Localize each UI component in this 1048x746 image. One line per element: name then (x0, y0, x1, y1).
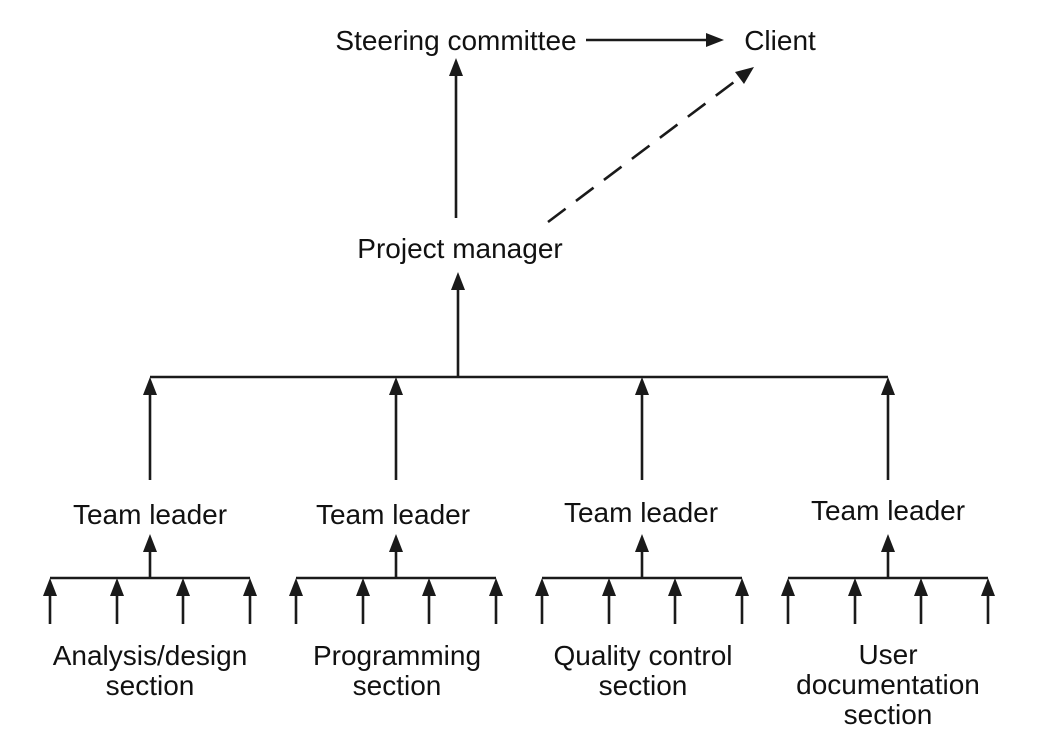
section-label: documentation (796, 669, 980, 700)
arrowhead-icon (848, 578, 862, 596)
arrowhead-icon (110, 578, 124, 596)
section-label: Quality control (554, 640, 733, 671)
team-leader-label: Team leader (811, 495, 965, 526)
arrowhead-icon (735, 67, 754, 84)
arrowhead-icon (668, 578, 682, 596)
arrowhead-icon (535, 578, 549, 596)
section-label: section (106, 670, 195, 701)
team-leader-label: Team leader (73, 499, 227, 530)
arrowhead-icon (881, 534, 895, 552)
project-manager-label: Project manager (357, 233, 562, 264)
arrowhead-icon (143, 534, 157, 552)
section-label: section (844, 699, 933, 730)
team-leader-label: Team leader (564, 497, 718, 528)
arrowhead-icon (735, 578, 749, 596)
arrowhead-icon (243, 578, 257, 596)
arrowhead-icon (176, 578, 190, 596)
arrowhead-icon (914, 578, 928, 596)
section-label: User (858, 639, 917, 670)
section-label: Programming (313, 640, 481, 671)
section-label: section (599, 670, 688, 701)
steering-committee-label: Steering committee (335, 25, 576, 56)
arrowhead-icon (781, 578, 795, 596)
section-label: Analysis/design (53, 640, 248, 671)
arrowhead-icon (451, 272, 465, 290)
team-branches (43, 377, 995, 624)
arrowhead-icon (289, 578, 303, 596)
arrowhead-icon (881, 377, 895, 395)
section-label: section (353, 670, 442, 701)
manager-to-client-dashed-edge (547, 74, 743, 224)
arrowhead-icon (422, 578, 436, 596)
arrowhead-icon (489, 578, 503, 596)
arrowhead-icon (43, 578, 57, 596)
arrowhead-icon (449, 58, 463, 76)
arrowhead-icon (602, 578, 616, 596)
arrowhead-icon (635, 377, 649, 395)
team-leader-label: Team leader (316, 499, 470, 530)
arrowhead-icon (356, 578, 370, 596)
arrowhead-icon (389, 534, 403, 552)
arrowhead-icon (706, 33, 724, 47)
client-label: Client (744, 25, 816, 56)
arrowhead-icon (981, 578, 995, 596)
arrowhead-icon (635, 534, 649, 552)
arrowhead-icon (389, 377, 403, 395)
connectors (150, 33, 888, 379)
arrowhead-icon (143, 377, 157, 395)
